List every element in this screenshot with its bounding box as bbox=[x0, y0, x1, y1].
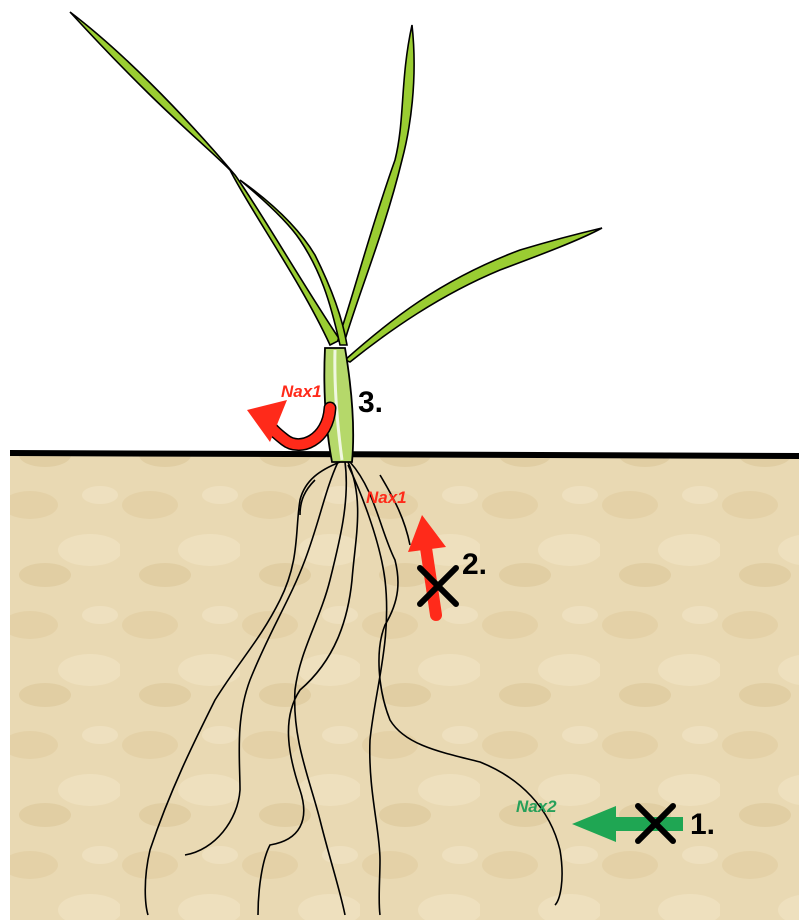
leaf-upper bbox=[338, 25, 414, 340]
gene-label-nax1-shoot: Nax1 bbox=[281, 382, 322, 402]
ground-line bbox=[10, 453, 799, 456]
leaves bbox=[70, 12, 602, 362]
step-label-3: 3. bbox=[358, 386, 383, 420]
gene-label-nax2: Nax2 bbox=[516, 797, 557, 817]
leaf-mid bbox=[240, 180, 347, 345]
gene-label-nax1-root: Nax1 bbox=[366, 488, 407, 508]
step-label-2: 2. bbox=[462, 548, 487, 582]
leaf-left-long bbox=[70, 12, 340, 345]
nax1-shoot-arrow bbox=[247, 400, 330, 445]
step-label-1: 1. bbox=[690, 808, 715, 842]
leaf-right bbox=[345, 228, 602, 362]
